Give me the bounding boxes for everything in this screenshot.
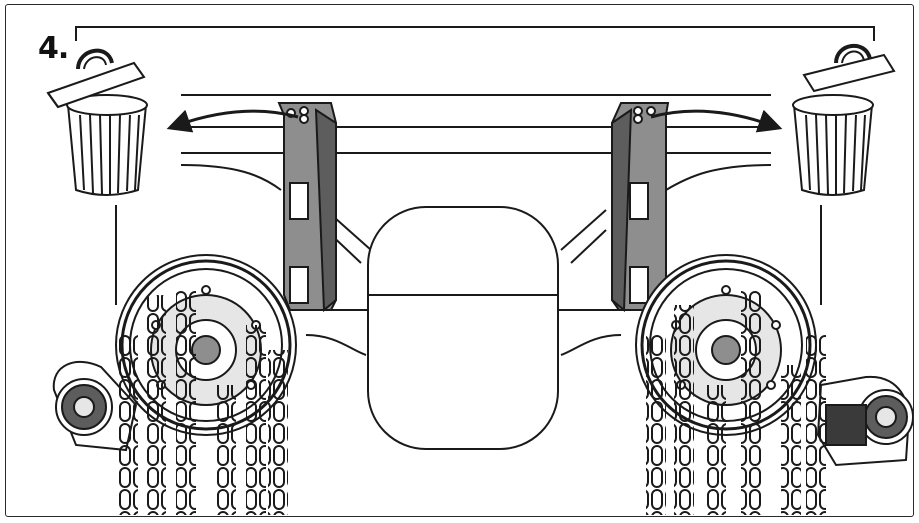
- center-crossbar: [305, 206, 622, 450]
- chain: [146, 295, 166, 515]
- chain: [646, 335, 666, 515]
- chain: [741, 290, 761, 515]
- chain: [806, 335, 826, 515]
- chain: [216, 385, 236, 515]
- step-number: 4.: [38, 31, 69, 66]
- right-mount-bracket: [611, 102, 670, 313]
- left-chains: [118, 290, 288, 515]
- chain: [118, 335, 138, 515]
- dimension-bracket: [75, 26, 875, 41]
- trash-can-icon: [46, 48, 148, 196]
- trash-can-icon: [792, 43, 896, 196]
- curved-arrow-right-icon: [650, 109, 783, 133]
- diagram-frame: 4.: [5, 4, 914, 517]
- frame-beams: [115, 94, 822, 305]
- chain: [674, 305, 694, 515]
- right-chains: [646, 290, 826, 515]
- chain: [706, 385, 726, 515]
- left-gear-housing: [52, 361, 138, 452]
- right-gear-housing: [816, 375, 913, 467]
- chain: [176, 290, 196, 515]
- left-mount-bracket: [277, 102, 337, 313]
- chain: [246, 325, 266, 515]
- chain: [781, 365, 801, 515]
- curved-arrow-left-icon: [166, 109, 299, 133]
- hoist-diagram: [46, 26, 913, 515]
- chain: [268, 350, 288, 515]
